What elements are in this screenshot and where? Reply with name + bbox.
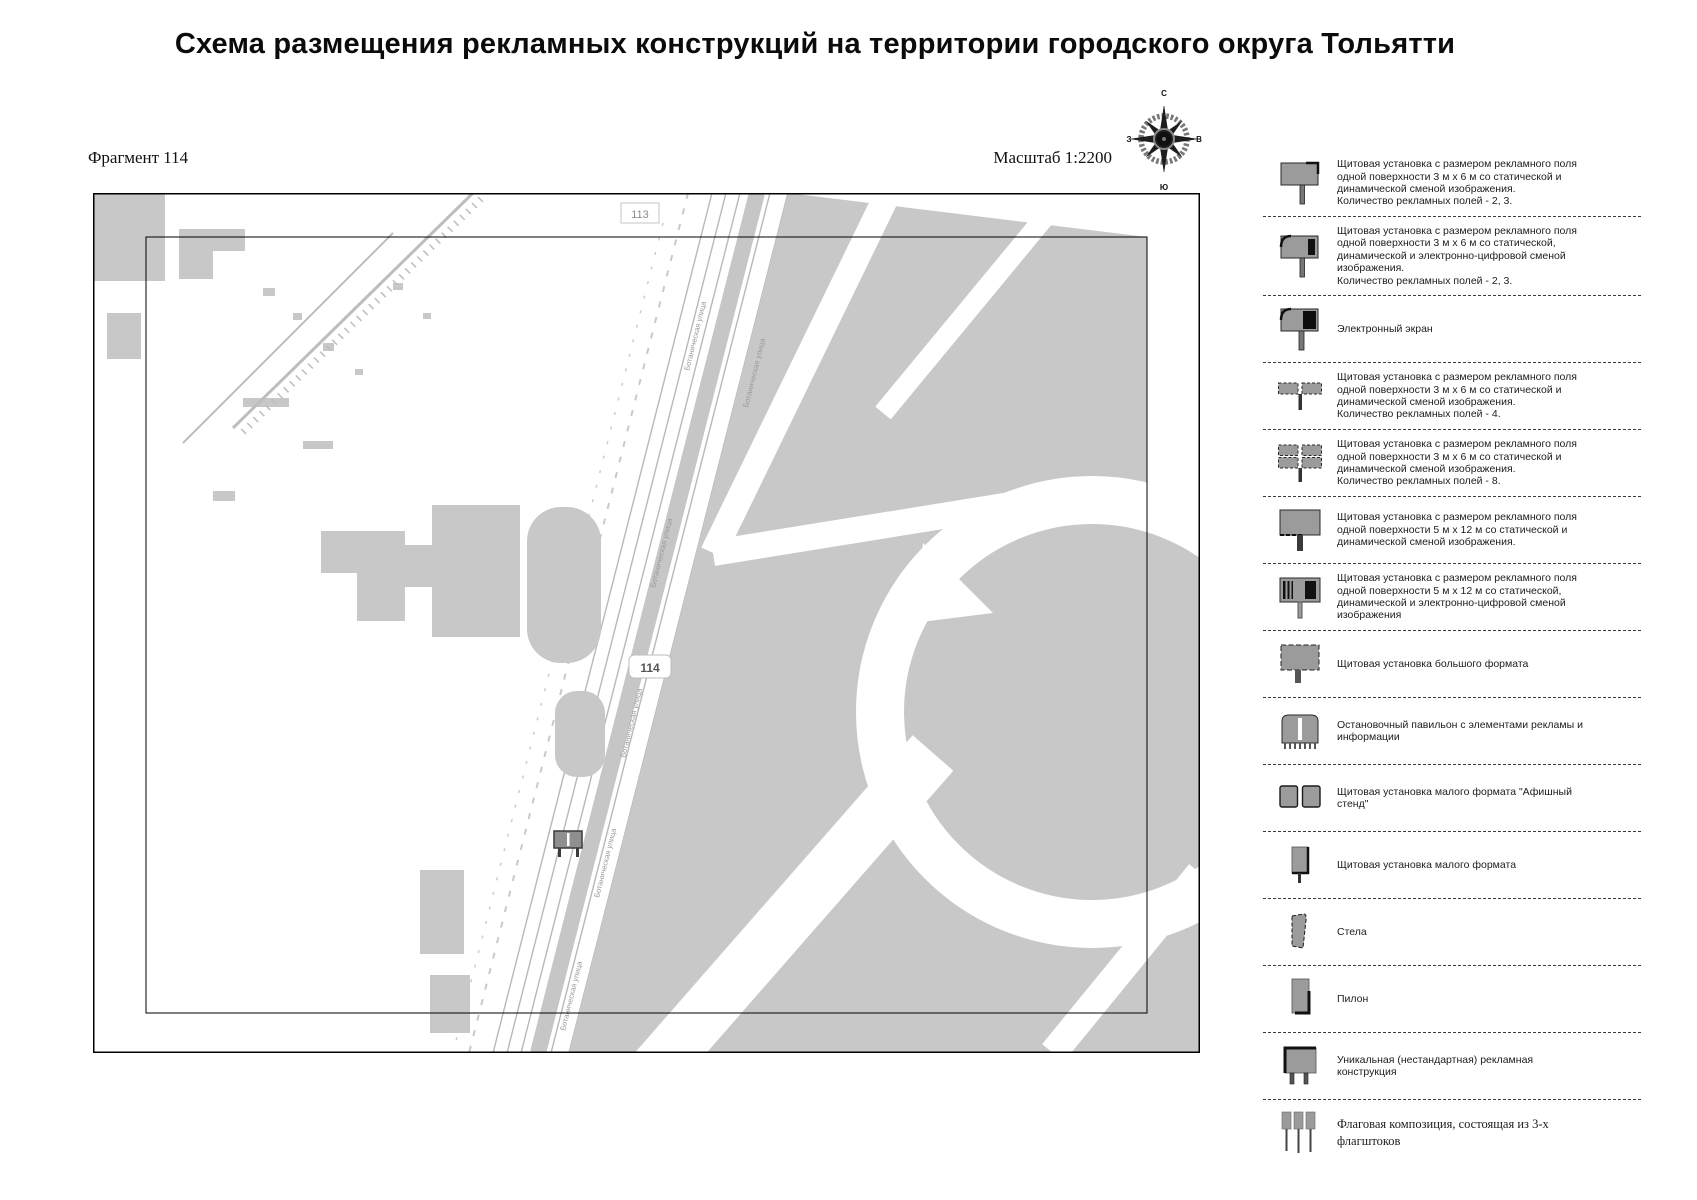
legend-item-text: Щитовая установка с размером рекламного … — [1337, 225, 1577, 287]
large-billboard-digital-icon — [1263, 572, 1337, 622]
legend-item: Щитовая установка с размером рекламного … — [1263, 430, 1641, 497]
legend-item: Пилон — [1263, 966, 1641, 1033]
legend-item-text: Щитовая установка с размером рекламного … — [1337, 158, 1577, 208]
legend-item-text: Щитовая установка с размером рекламного … — [1337, 572, 1577, 622]
map-rail-line — [182, 191, 484, 444]
area-114-label: 114 — [640, 661, 660, 675]
legend-item: Флаговая композиция, состоящая из 3-х фл… — [1263, 1100, 1641, 1166]
map-road-triangle — [913, 543, 993, 623]
unique-construction-icon — [1263, 1041, 1337, 1091]
map-area-113: 113 — [620, 202, 660, 224]
legend-item: Стела — [1263, 899, 1641, 966]
legend-item: Щитовая установка большого формата — [1263, 631, 1641, 698]
map-buildings-midleft — [321, 505, 605, 777]
area-113-label: 113 — [631, 209, 649, 221]
billboard-digital-icon — [1263, 231, 1337, 281]
scale-label: Масштаб 1:2200 — [993, 148, 1112, 167]
legend-item: Электронный экран — [1263, 296, 1641, 363]
electronic-screen-icon — [1263, 304, 1337, 354]
small-format-billboard-icon — [1263, 840, 1337, 890]
billboard-8-fields-icon — [1263, 438, 1337, 488]
legend-item: Щитовая установка с размером рекламного … — [1263, 150, 1641, 217]
page-title: Схема размещения рекламных конструкций н… — [174, 28, 1456, 60]
legend-item: Щитовая установка малого формата "Афишны… — [1263, 765, 1641, 832]
large-billboard-static-icon — [1263, 505, 1337, 555]
map-canvas: Ботаническая улица Ботаническая улица Бо… — [93, 176, 1328, 1091]
legend-item-text: Щитовая установка с размером рекламного … — [1337, 511, 1577, 549]
legend-item: Щитовая установка с размером рекламного … — [1263, 217, 1641, 296]
legend-item: Уникальная (нестандартная) рекламная кон… — [1263, 1033, 1641, 1100]
compass-south-label: Ю — [1160, 183, 1168, 192]
flag-composition-icon — [1263, 1108, 1337, 1158]
billboard-4-fields-icon — [1263, 371, 1337, 421]
map-buildings-bottomleft — [420, 870, 470, 1033]
compass-west-label: З — [1126, 135, 1131, 144]
compass-east-label: В — [1196, 135, 1202, 144]
legend: Щитовая установка с размером рекламного … — [1263, 150, 1641, 1166]
legend-item-text: Остановочный павильон с элементами рекла… — [1337, 718, 1583, 743]
map-area-114: 114 — [628, 654, 672, 679]
legend-item: Щитовая установка с размером рекламного … — [1263, 363, 1641, 430]
legend-item-text: Щитовая установка малого формата "Афишны… — [1337, 785, 1572, 810]
fragment-label: Фрагмент 114 — [88, 148, 189, 167]
legend-item-text: Щитовая установка большого формата — [1337, 657, 1529, 670]
legend-item: Щитовая установка с размером рекламного … — [1263, 497, 1641, 564]
legend-item: Остановочный павильон с элементами рекла… — [1263, 698, 1641, 765]
pylon-icon — [1263, 974, 1337, 1024]
legend-item: Щитовая установка с размером рекламного … — [1263, 564, 1641, 631]
compass-north-label: С — [1161, 89, 1167, 98]
compass-rose-icon: С Ю З В — [1126, 89, 1202, 192]
legend-item-text: Электронный экран — [1337, 322, 1433, 335]
map-panel: Ботаническая улица Ботаническая улица Бо… — [93, 176, 1328, 1091]
bus-stop-pavilion-icon — [1263, 706, 1337, 756]
legend-item-text: Стела — [1337, 925, 1367, 938]
map-billboard-marker[interactable] — [553, 830, 583, 857]
stela-icon — [1263, 907, 1337, 957]
poster-stand-icon — [1263, 773, 1337, 823]
legend-item-text: Щитовая установка с размером рекламного … — [1337, 371, 1577, 421]
legend-item: Щитовая установка малого формата — [1263, 832, 1641, 899]
big-format-billboard-icon — [1263, 639, 1337, 689]
billboard-static-icon — [1263, 158, 1337, 208]
map-inner-frame — [145, 236, 1148, 1014]
legend-item-text: Уникальная (нестандартная) рекламная кон… — [1337, 1053, 1534, 1078]
legend-item-text: Флаговая композиция, состоящая из 3-х фл… — [1337, 1117, 1549, 1148]
legend-item-text: Щитовая установка с размером рекламного … — [1337, 438, 1577, 488]
map-buildings-topleft — [93, 193, 431, 501]
legend-item-text: Щитовая установка малого формата — [1337, 858, 1517, 871]
legend-item-text: Пилон — [1337, 992, 1369, 1005]
map-outer-frame — [93, 193, 1200, 1053]
